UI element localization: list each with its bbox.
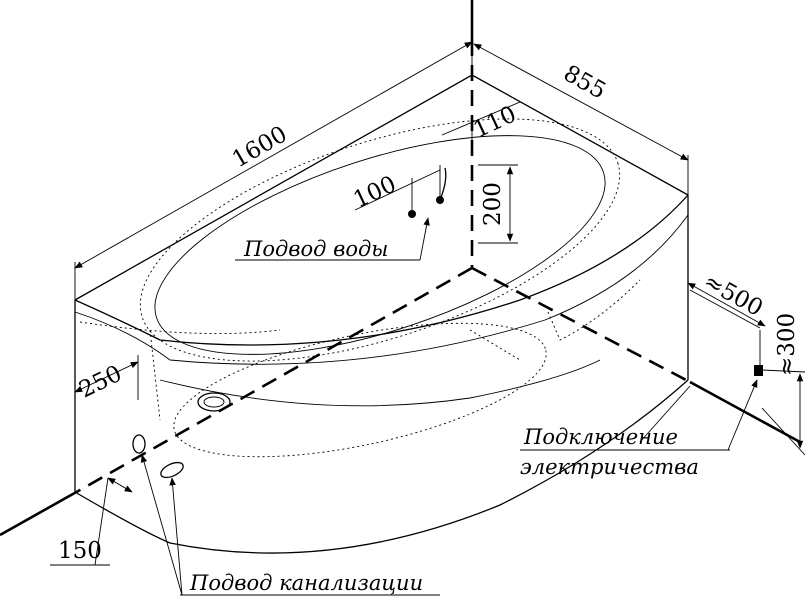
- apron-line: [159, 359, 601, 407]
- leader-electric: [727, 379, 758, 451]
- ext-300-bottom: [761, 407, 805, 456]
- dim-line-500: [687, 282, 766, 327]
- dim-label-1600: 1600: [228, 121, 292, 173]
- dim-label-200: 200: [480, 182, 506, 226]
- water-pipe: [439, 167, 447, 201]
- leader-drain-a: [140, 454, 183, 596]
- dim-label-300: ≈300: [774, 313, 800, 376]
- axis-right-solid: [689, 380, 801, 444]
- leader-150: [94, 477, 109, 566]
- dim-label-100: 100: [350, 171, 401, 213]
- dim-label-500: ≈500: [699, 269, 767, 322]
- axis-left-dashed: [79, 266, 473, 492]
- water-supply-label: Подвод воды: [243, 237, 388, 261]
- dim-line-150: [107, 477, 133, 493]
- rim-front-curve: [74, 194, 689, 346]
- bowl-support-a: [149, 329, 161, 421]
- bowl-outer-dotted: [139, 118, 621, 362]
- rim-thickness: [74, 214, 689, 365]
- electric-label-line1: Подключение: [523, 425, 678, 449]
- drain-outlet: [197, 392, 231, 412]
- axis-right-dashed: [471, 266, 691, 384]
- leader-electric-wall: [639, 385, 691, 443]
- dim-label-250: 250: [75, 361, 126, 404]
- base-front-curve: [74, 379, 689, 554]
- dim-line-110: [441, 101, 521, 136]
- drain-label: Подвод канализации: [189, 571, 423, 595]
- electric-label-line2: электричества: [520, 455, 699, 479]
- dim-label-110: 110: [470, 101, 521, 143]
- dim-line-855: [473, 43, 689, 161]
- drain-pipe-a: [132, 434, 146, 454]
- leader-water: [419, 217, 430, 261]
- bathtub-outline: [74, 74, 689, 554]
- axis-left-solid: [0, 488, 81, 537]
- electric-socket: [754, 365, 763, 376]
- ext-300-top: [761, 369, 805, 373]
- dim-line-100: [354, 169, 441, 211]
- electrical: ≈500 ≈300 Подключение электричества: [520, 269, 805, 479]
- bowl-bottom-dotted: [173, 322, 547, 458]
- drain-outlet-inner: [203, 396, 225, 408]
- dim-line-250: [74, 361, 139, 393]
- dim-label-150: 150: [58, 538, 102, 564]
- drain-pipe-b: [160, 461, 184, 479]
- dim-line-1600: [74, 41, 473, 269]
- bowl-left-dotted: [79, 321, 281, 335]
- water-inlet-cold: [408, 210, 416, 218]
- dim-label-855: 855: [559, 61, 610, 105]
- leader-drain-b: [169, 477, 183, 596]
- bowl-contours: [79, 118, 641, 458]
- drain-connection: 250 150 Подвод канализации: [50, 355, 440, 596]
